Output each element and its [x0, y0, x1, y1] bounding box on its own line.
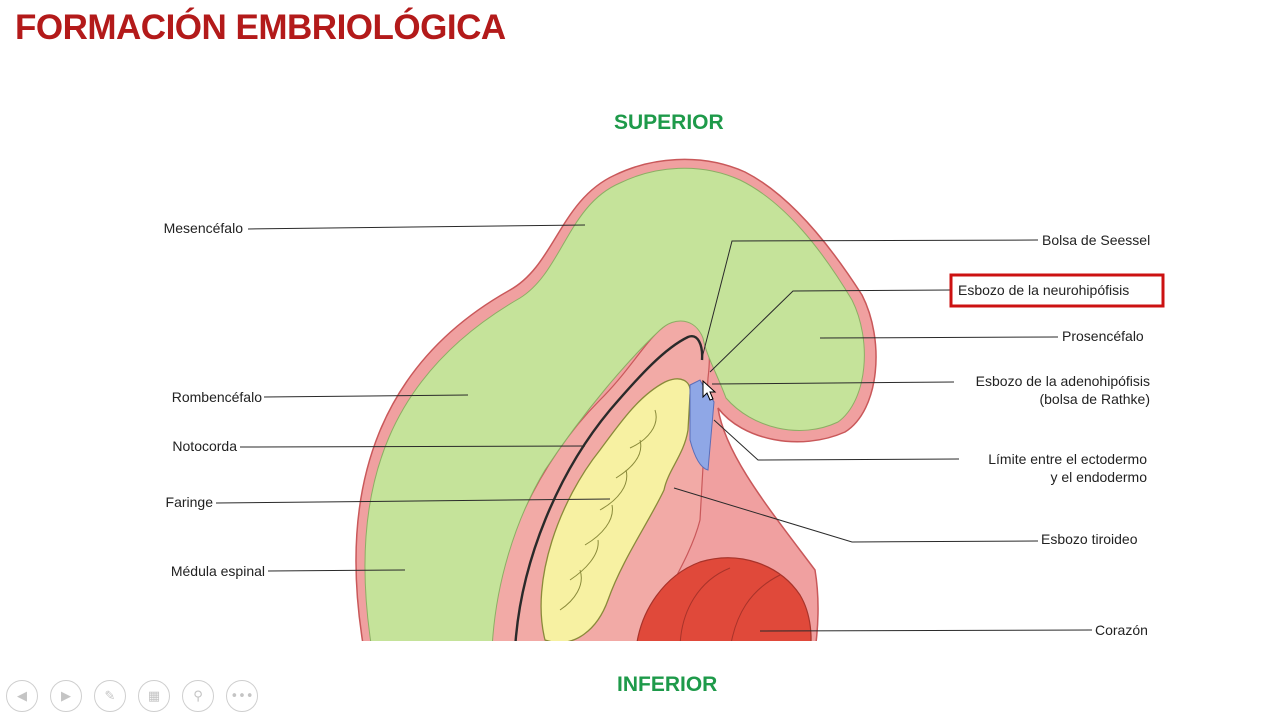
- neural-tube: [364, 167, 865, 641]
- leader-lines: [215, 224, 1093, 632]
- next-slide-button[interactable]: ▶: [50, 680, 82, 712]
- orientation-inferior: INFERIOR: [617, 673, 718, 696]
- pen-tool-button[interactable]: ✎: [94, 680, 126, 712]
- label-esbozo-tiroideo: Esbozo tiroideo: [1041, 531, 1138, 547]
- label-corazon: Corazón: [1095, 622, 1148, 638]
- label-limite-2: y el endodermo: [1050, 469, 1147, 485]
- previous-slide-button[interactable]: ◀: [6, 680, 38, 712]
- label-prosencefalo: Prosencéfalo: [1062, 328, 1144, 344]
- heart: [636, 557, 812, 641]
- pointer-cursor: [702, 379, 717, 401]
- label-limite-1: Límite entre el ectodermo: [988, 451, 1147, 467]
- heart-outline: [679, 567, 781, 641]
- label-faringe: Faringe: [166, 494, 214, 510]
- slide-title: FORMACIÓN EMBRIOLÓGICA: [15, 8, 506, 47]
- label-rombencefalo: Rombencéfalo: [172, 389, 262, 405]
- label-mesencefalo: Mesencéfalo: [164, 220, 244, 236]
- pharynx-folds: [559, 409, 657, 611]
- label-neurohipofisis: Esbozo de la neurohipófisis: [958, 282, 1129, 298]
- zoom-button[interactable]: ⚲: [182, 680, 214, 712]
- label-bolsa-seessel: Bolsa de Seessel: [1042, 232, 1150, 248]
- see-all-slides-button[interactable]: ▦: [138, 680, 170, 712]
- label-medula-espinal: Médula espinal: [171, 563, 265, 579]
- label-bolsa-rathke: (bolsa de Rathke): [1039, 391, 1150, 407]
- label-notocorda: Notocorda: [172, 438, 237, 454]
- label-adenohipofisis: Esbozo de la adenohipófisis: [976, 373, 1150, 389]
- notochord-line: [514, 335, 704, 641]
- highlight-box: [949, 273, 1165, 308]
- more-options-button[interactable]: •••: [226, 680, 258, 712]
- presentation-controls: ◀ ▶ ✎ ▦ ⚲ •••: [6, 680, 258, 712]
- orientation-superior: SUPERIOR: [614, 111, 724, 134]
